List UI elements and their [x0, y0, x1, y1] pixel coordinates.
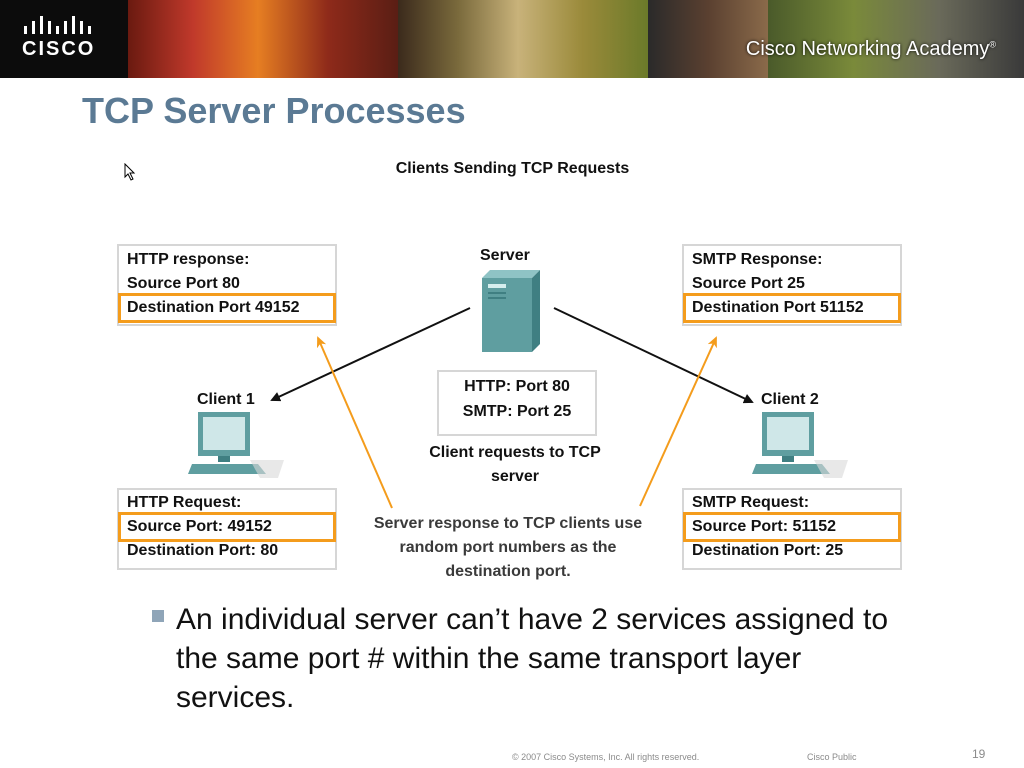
banner-photo-strip	[518, 0, 648, 78]
registered-mark: ®	[989, 39, 996, 50]
server-to-client2-arrow	[553, 307, 754, 404]
http-response-highlight	[118, 293, 336, 323]
client1-computer-icon	[188, 412, 284, 478]
http-response-line: Source Port 80	[127, 275, 240, 292]
server-port-line: HTTP: Port 80	[464, 378, 570, 395]
bullet-marker	[152, 610, 164, 622]
smtp-response-line: Source Port 25	[692, 275, 805, 292]
smtp-response-highlight	[683, 293, 901, 323]
slide-title: TCP Server Processes	[82, 90, 466, 131]
smtp-request-line: Source Port: 51152	[692, 518, 837, 535]
http-request-line: Destination Port: 80	[127, 542, 279, 559]
orange-arrow-left	[317, 336, 393, 509]
server-to-client1-arrow	[270, 307, 471, 402]
caption-line: Client requests to TCP	[429, 444, 601, 461]
cisco-logo: CISCO	[0, 0, 128, 78]
smtp-request-line: SMTP Request:	[692, 494, 810, 511]
http-request-box: HTTP Request: Source Port: 49152 Destina…	[117, 488, 337, 570]
smtp-request-box: SMTP Request: Source Port: 51152 Destina…	[682, 488, 902, 570]
client2-computer-icon	[752, 412, 848, 478]
caption-line: random port numbers as the	[399, 539, 617, 556]
http-request-line: Source Port: 49152	[127, 518, 272, 535]
server-response-caption: Server response to TCP clients use rando…	[345, 512, 671, 584]
bullet-text: An individual server can’t have 2 servic…	[176, 603, 889, 714]
cisco-bars-icon	[24, 16, 91, 34]
academy-title: Cisco Networking Academy®	[746, 38, 996, 61]
http-request-line: HTTP Request:	[127, 494, 242, 511]
client1-label: Client 1	[197, 391, 255, 408]
smtp-response-box: SMTP Response: Source Port 25 Destinatio…	[682, 244, 902, 326]
orange-arrow-right	[639, 336, 717, 507]
client-requests-caption: Client requests to TCP server	[400, 441, 630, 489]
banner-photo-strip	[128, 0, 258, 78]
academy-text: Cisco Networking Academy	[745, 38, 990, 60]
header-banner: CISCO Cisco Networking Academy®	[0, 0, 1024, 78]
server-ports-box: HTTP: Port 80 SMTP: Port 25	[437, 370, 597, 436]
page-number: 19	[972, 747, 986, 761]
smtp-request-line: Destination Port: 25	[692, 542, 844, 559]
logo-text: CISCO	[22, 38, 96, 60]
banner-photo-strip	[258, 0, 398, 78]
smtp-request-highlight	[683, 512, 901, 542]
server-port-line: SMTP: Port 25	[462, 403, 572, 420]
banner-photo-strip	[648, 0, 768, 78]
client2-label: Client 2	[761, 391, 819, 408]
footer-copyright: © 2007 Cisco Systems, Inc. All rights re…	[512, 752, 700, 762]
smtp-response-line: SMTP Response:	[692, 251, 823, 268]
mouse-cursor-icon	[124, 163, 136, 181]
http-response-line: HTTP response:	[127, 251, 250, 268]
footer-classification: Cisco Public	[807, 752, 857, 762]
server-icon	[482, 270, 540, 352]
caption-line: destination port.	[445, 563, 571, 580]
caption-line: Server response to TCP clients use	[373, 515, 643, 532]
http-response-line: Destination Port 49152	[127, 299, 300, 316]
http-request-highlight	[118, 512, 336, 542]
server-label: Server	[480, 247, 530, 264]
diagram-title: Clients Sending TCP Requests	[395, 160, 630, 177]
caption-line: server	[490, 468, 540, 485]
banner-photo-strip	[398, 0, 518, 78]
smtp-response-line: Destination Port 51152	[692, 299, 864, 316]
banner-photo-strip	[768, 0, 1024, 78]
http-response-box: HTTP response: Source Port 80 Destinatio…	[117, 244, 337, 326]
